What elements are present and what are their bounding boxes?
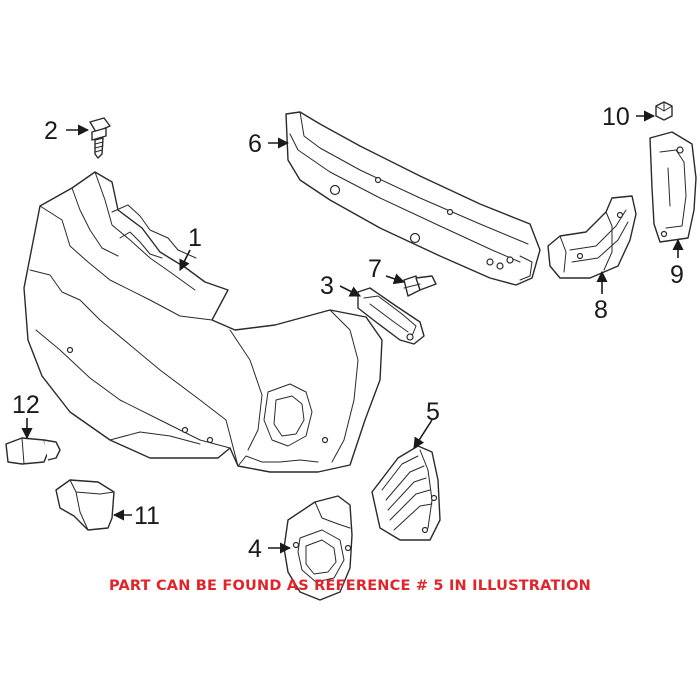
callout-7: 7 [368, 255, 382, 283]
part-8-absorber[interactable] [547, 195, 637, 279]
callout-3: 3 [320, 272, 334, 300]
callout-9: 9 [670, 261, 684, 289]
callout-8: 8 [594, 296, 608, 324]
leader-7 [385, 273, 406, 285]
callout-10: 10 [602, 103, 630, 131]
callout-5: 5 [426, 398, 440, 426]
reference-note: PART CAN BE FOUND AS REFERENCE # 5 IN IL… [109, 578, 591, 594]
leader-3 [339, 285, 362, 297]
part-2-bolt[interactable] [89, 117, 111, 159]
callout-4: 4 [248, 535, 262, 563]
part-11-sensor-holder[interactable] [55, 479, 115, 531]
callout-labels: 1 2 3 4 5 6 7 8 9 10 11 12 [12, 103, 684, 563]
leader-5 [413, 419, 433, 449]
leader-1 [179, 249, 191, 272]
part-9-side-bracket[interactable] [649, 131, 697, 243]
part-7-clip[interactable] [403, 275, 437, 297]
leader-lines [21, 110, 684, 554]
callout-2: 2 [44, 117, 58, 145]
callout-12: 12 [12, 391, 40, 419]
callout-1: 1 [188, 224, 202, 252]
part-6-reinforcement-beam[interactable] [285, 111, 541, 286]
part-1-bumper-cover[interactable] [23, 171, 383, 473]
callout-11: 11 [134, 502, 160, 530]
part-4-fog-bezel[interactable] [283, 495, 353, 601]
part-3-bracket[interactable] [357, 287, 425, 345]
callout-6: 6 [248, 130, 262, 158]
part-5-fog-grille[interactable] [371, 445, 441, 541]
part-10-nut[interactable] [655, 101, 673, 121]
part-12-sensor[interactable] [5, 437, 61, 465]
